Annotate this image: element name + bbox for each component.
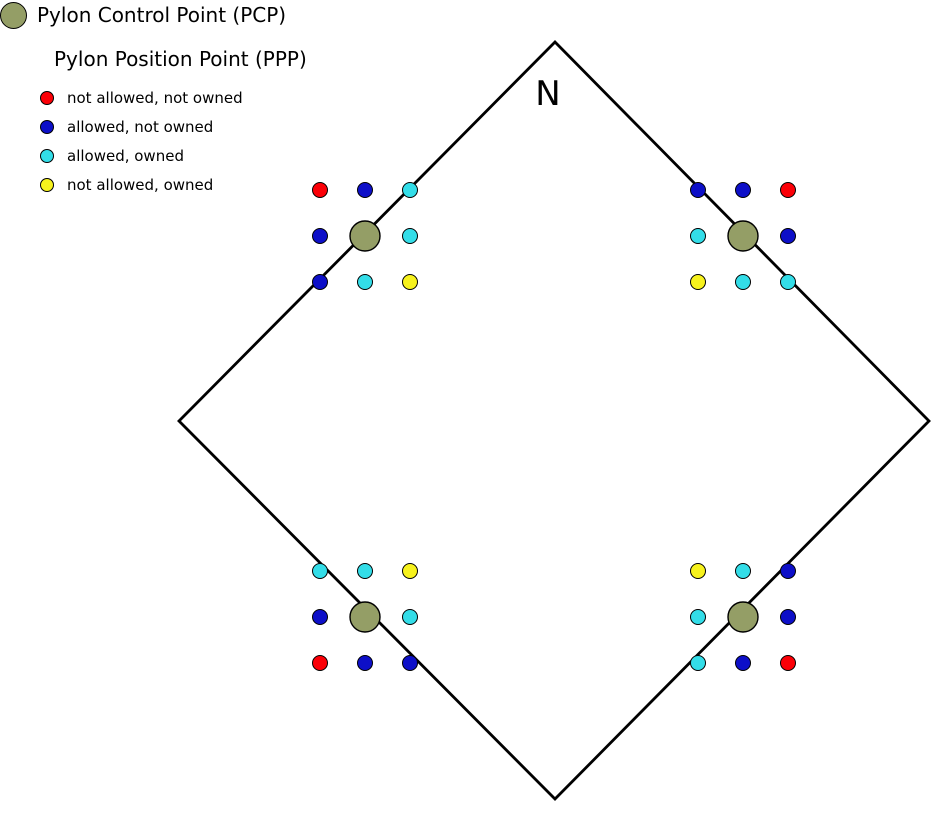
pcp-marker	[349, 601, 381, 633]
pcp-marker	[727, 601, 759, 633]
course-diamond	[177, 40, 931, 801]
ppp-marker-allowed-owned	[735, 563, 751, 579]
ppp-marker-allowed-not-owned	[312, 228, 328, 244]
pylon-cluster-bottom-right	[690, 563, 796, 671]
legend-item-not-allowed-owned: not allowed, owned	[40, 170, 243, 199]
legend-item-label: allowed, not owned	[67, 117, 214, 136]
pcp-legend-row: Pylon Control Point (PCP)	[0, 1, 286, 29]
ppp-marker-not-allowed-owned	[690, 563, 706, 579]
legend-dot-not-allowed-not-owned	[40, 90, 54, 105]
ppp-marker-allowed-not-owned	[690, 182, 706, 198]
legend-items: not allowed, not owned allowed, not owned…	[40, 83, 243, 199]
ppp-marker-allowed-owned	[780, 274, 796, 290]
ppp-marker-allowed-not-owned	[357, 655, 373, 671]
legend-dot-allowed-not-owned	[40, 119, 54, 134]
ppp-marker-not-allowed-not-owned	[312, 182, 328, 198]
ppp-marker-allowed-owned	[690, 655, 706, 671]
ppp-marker-not-allowed-owned	[690, 274, 706, 290]
pylon-cluster-top-left	[312, 182, 418, 290]
legend-item-not-allowed-not-owned: not allowed, not owned	[40, 83, 243, 112]
ppp-marker-allowed-owned	[357, 274, 373, 290]
ppp-marker-not-allowed-not-owned	[312, 655, 328, 671]
ppp-marker-allowed-owned	[402, 609, 418, 625]
legend-item-allowed-owned: allowed, owned	[40, 141, 243, 170]
pylon-cluster-top-right	[690, 182, 796, 290]
ppp-marker-allowed-owned	[735, 274, 751, 290]
ppp-marker-allowed-not-owned	[780, 228, 796, 244]
ppp-marker-allowed-not-owned	[735, 182, 751, 198]
ppp-marker-not-allowed-owned	[402, 274, 418, 290]
ppp-marker-allowed-not-owned	[402, 655, 418, 671]
legend-item-label: not allowed, not owned	[67, 88, 243, 107]
ppp-marker-allowed-not-owned	[312, 274, 328, 290]
ppp-marker-allowed-owned	[690, 609, 706, 625]
ppp-marker-allowed-owned	[357, 563, 373, 579]
ppp-marker-not-allowed-not-owned	[780, 182, 796, 198]
ppp-marker-allowed-owned	[690, 228, 706, 244]
ppp-marker-not-allowed-owned	[402, 563, 418, 579]
pcp-marker	[349, 220, 381, 252]
pcp-marker	[727, 220, 759, 252]
ppp-legend-title: Pylon Position Point (PPP)	[54, 47, 307, 71]
legend-item-allowed-not-owned: allowed, not owned	[40, 112, 243, 141]
pcp-legend-label: Pylon Control Point (PCP)	[37, 3, 287, 27]
legend-item-label: allowed, owned	[67, 146, 184, 165]
legend-item-label: not allowed, owned	[67, 175, 214, 194]
ppp-marker-allowed-owned	[402, 182, 418, 198]
pylon-cluster-bottom-left	[312, 563, 418, 671]
pcp-legend-swatch	[0, 1, 27, 29]
ppp-marker-allowed-not-owned	[357, 182, 373, 198]
ppp-marker-allowed-owned	[402, 228, 418, 244]
legend-dot-not-allowed-owned	[40, 177, 54, 192]
legend-dot-allowed-owned	[40, 148, 54, 163]
north-label: N	[535, 74, 560, 114]
ppp-marker-allowed-not-owned	[780, 609, 796, 625]
ppp-marker-allowed-not-owned	[735, 655, 751, 671]
ppp-marker-allowed-owned	[312, 563, 328, 579]
ppp-marker-allowed-not-owned	[312, 609, 328, 625]
ppp-marker-allowed-not-owned	[780, 563, 796, 579]
cluster-layer	[312, 182, 796, 671]
ppp-marker-not-allowed-not-owned	[780, 655, 796, 671]
